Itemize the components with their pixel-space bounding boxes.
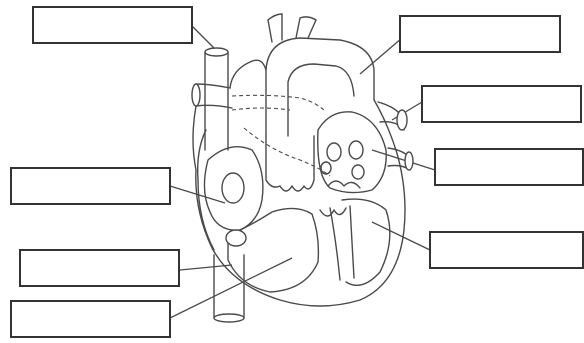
- label-box-right-middle[interactable]: [434, 148, 584, 186]
- left-atrium: [318, 112, 386, 193]
- pulmonary-artery: [192, 84, 232, 108]
- left-ventricle: [342, 199, 390, 285]
- label-box-right-lower[interactable]: [429, 231, 584, 269]
- label-box-top-right[interactable]: [399, 15, 561, 53]
- aortic-arch: [266, 14, 374, 136]
- label-box-right-upper[interactable]: [421, 85, 582, 123]
- label-box-top-left[interactable]: [32, 6, 193, 44]
- label-box-left-lower[interactable]: [19, 249, 180, 287]
- leader-lines: [170, 26, 435, 318]
- pulmonary-veins: [378, 102, 413, 170]
- right-atrium: [204, 147, 262, 231]
- septum: [266, 136, 354, 280]
- superior-vena-cava: [205, 48, 228, 150]
- label-box-left-middle[interactable]: [10, 167, 171, 205]
- hidden-edges: [232, 95, 330, 176]
- label-box-bottom-left[interactable]: [10, 300, 171, 338]
